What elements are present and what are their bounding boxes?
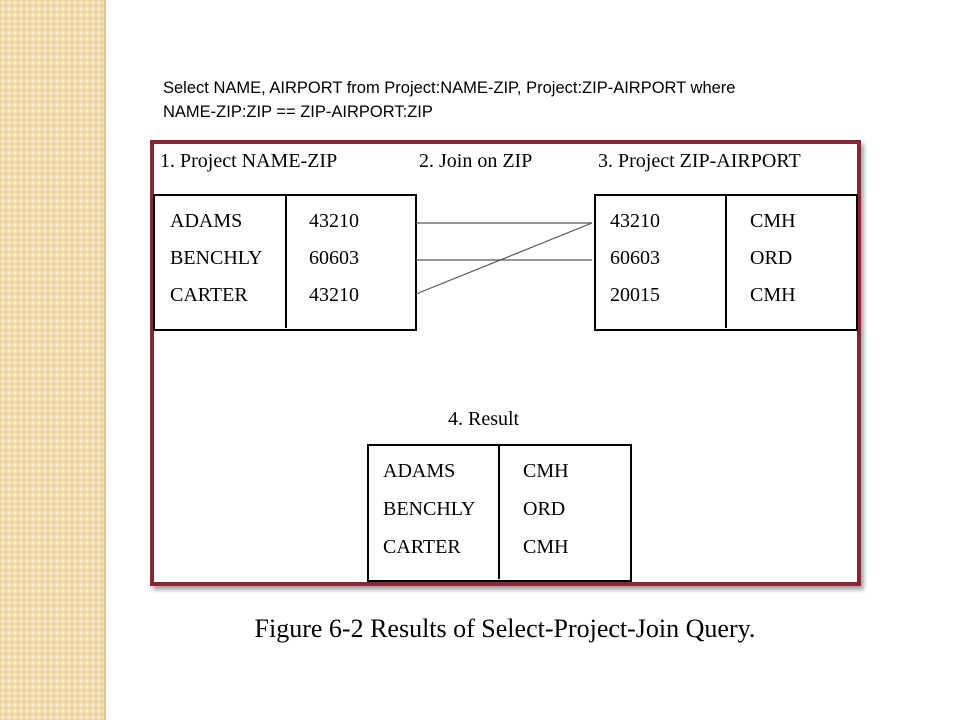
result-airport-3: CMH [523, 536, 569, 558]
decorative-side-strip [0, 0, 106, 720]
step-2-label: 2. Join on ZIP [419, 150, 533, 172]
join-line-carter [415, 222, 593, 295]
zip-airport-divider [725, 195, 727, 328]
figure-frame [150, 140, 861, 586]
result-name-1: ADAMS [383, 460, 456, 482]
name-zip-name-3: CARTER [170, 284, 248, 306]
step-4-label: 4. Result [448, 408, 520, 430]
figure-caption: Figure 6-2 Results of Select-Project-Joi… [254, 614, 756, 643]
zip-airport-zip-2: 60603 [610, 247, 660, 269]
zip-airport-airport-2: ORD [750, 247, 793, 269]
result-airport-2: ORD [523, 498, 566, 520]
zip-airport-airport-3: CMH [750, 284, 796, 306]
result-airport-1: CMH [523, 460, 569, 482]
zip-airport-zip-1: 43210 [610, 210, 660, 232]
zip-airport-zip-3: 20015 [610, 284, 660, 306]
step-3-label: 3. Project ZIP-AIRPORT [598, 150, 801, 172]
name-zip-divider [285, 195, 287, 328]
zip-airport-airport-1: CMH [750, 210, 796, 232]
query-text: Select NAME, AIRPORT from Project:NAME-Z… [163, 79, 736, 121]
result-name-3: CARTER [383, 536, 461, 558]
step-1-label: 1. Project NAME-ZIP [160, 150, 338, 172]
name-zip-name-1: ADAMS [170, 210, 243, 232]
result-name-2: BENCHLY [383, 498, 476, 520]
name-zip-zip-3: 43210 [309, 284, 359, 306]
name-zip-zip-2: 60603 [309, 247, 359, 269]
name-zip-name-2: BENCHLY [170, 247, 263, 269]
result-divider [498, 445, 500, 579]
name-zip-zip-1: 43210 [309, 210, 359, 232]
